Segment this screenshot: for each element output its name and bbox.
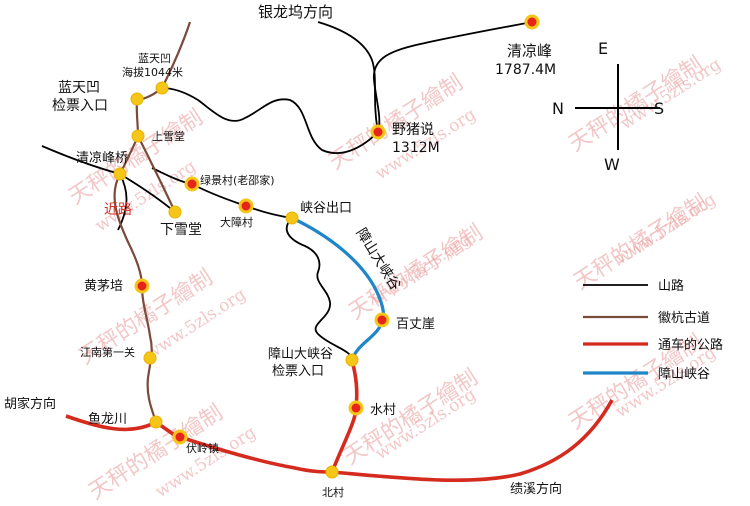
label-jinlu: 近路	[104, 202, 132, 218]
node-qingliangfeng	[524, 14, 540, 30]
legend-label: 徽杭古道	[658, 311, 710, 326]
ancient-road-spur	[137, 135, 176, 213]
label-beicun: 北村	[322, 485, 344, 499]
label-yezhushuo-alt: 1312M	[392, 140, 440, 156]
node-qingliangfengqiao	[113, 167, 127, 181]
label-hujia: 胡家方向	[4, 396, 56, 412]
node-baizhangya	[374, 312, 390, 328]
label-lantianao: 蓝天凹	[138, 52, 171, 65]
highway-to-jixi	[331, 399, 614, 483]
path-qingliangfeng-yezhushuo	[373, 21, 533, 133]
node-yezhushuo	[370, 124, 386, 140]
label-lantianao-alt: 海拔1044米	[122, 65, 183, 79]
label-lantianao-ticket-1: 蓝天凹	[58, 80, 100, 96]
label-qingliangfengqiao: 清凉峰桥	[76, 151, 128, 166]
legend-label: 山路	[658, 278, 684, 294]
label-canyon-ticket-1: 障山大峡谷	[268, 347, 333, 362]
node-yulongchuan	[149, 415, 163, 429]
compass-s: S	[654, 99, 664, 118]
compass-n: N	[552, 99, 564, 118]
label-huangmaopei: 黄茅培	[84, 278, 123, 294]
nodes	[113, 14, 540, 479]
node-lvjingcun	[184, 176, 200, 192]
label-qingliangfeng-alt: 1787.4M	[495, 62, 556, 78]
node-lantianao-ticket	[130, 92, 144, 106]
label-dazhangcun: 大障村	[220, 215, 253, 229]
watermark-url: www.5zls.org	[612, 189, 720, 269]
label-qingliangfeng: 清凉峰	[507, 42, 552, 60]
label-shuicun: 水村	[370, 403, 396, 418]
node-beicun	[325, 465, 339, 479]
compass: E N S W	[552, 39, 664, 174]
node-xiaguchukou	[285, 211, 299, 225]
path-yinlongwu-yezhushuo	[317, 21, 379, 133]
watermark-text: 天秤的橘子繪制	[340, 365, 483, 470]
node-dazhangcun	[238, 198, 254, 214]
node-canyon-ticket	[345, 353, 359, 367]
label-shangxuetang: 上雪堂	[152, 130, 185, 143]
label-xiaxuetang: 下雪堂	[160, 222, 202, 238]
legend-label: 通车的公路	[658, 337, 723, 353]
label-fulingzhen: 伏岭镇	[186, 441, 219, 455]
compass-w: W	[604, 155, 620, 174]
label-lantianao-ticket-2: 检票入口	[52, 98, 108, 114]
place-labels: 银龙坞方向 清凉峰 1787.4M 蓝天凹 海拔1044米 蓝天凹 检票入口 上…	[4, 3, 562, 499]
node-fulingzhen	[172, 429, 188, 445]
compass-e: E	[598, 39, 608, 58]
path-yezhushuo-lantianao	[161, 87, 379, 154]
label-xiaguchukou: 峡谷出口	[300, 201, 352, 216]
label-canyon-ticket-2: 检票入口	[272, 364, 324, 379]
label-baizhangya: 百丈崖	[396, 317, 435, 332]
label-yinlongwu: 银龙坞方向	[258, 3, 333, 21]
node-lantianao-peak	[155, 81, 169, 95]
path-qingliangqiao-west	[41, 145, 121, 175]
node-shangxuetang	[131, 129, 145, 143]
label-lvjingcun: 绿景村(老邵家)	[200, 173, 275, 187]
label-jixi: 绩溪方向	[510, 481, 562, 497]
label-jiangnandiyiguan: 江南第一关	[80, 345, 135, 359]
legend: 山路 徽杭古道 通车的公路 障山峡谷	[583, 278, 723, 382]
node-huangmaopei	[134, 278, 150, 294]
node-xiaxuetang	[168, 205, 182, 219]
label-yezhushuo: 野猪说	[392, 122, 434, 138]
canyon-route	[291, 216, 386, 361]
legend-label: 障山峡谷	[658, 367, 710, 382]
label-yulongchuan: 鱼龙川	[88, 411, 127, 427]
node-jiangnandiyiguan	[143, 351, 157, 365]
node-shuicun	[348, 400, 364, 416]
